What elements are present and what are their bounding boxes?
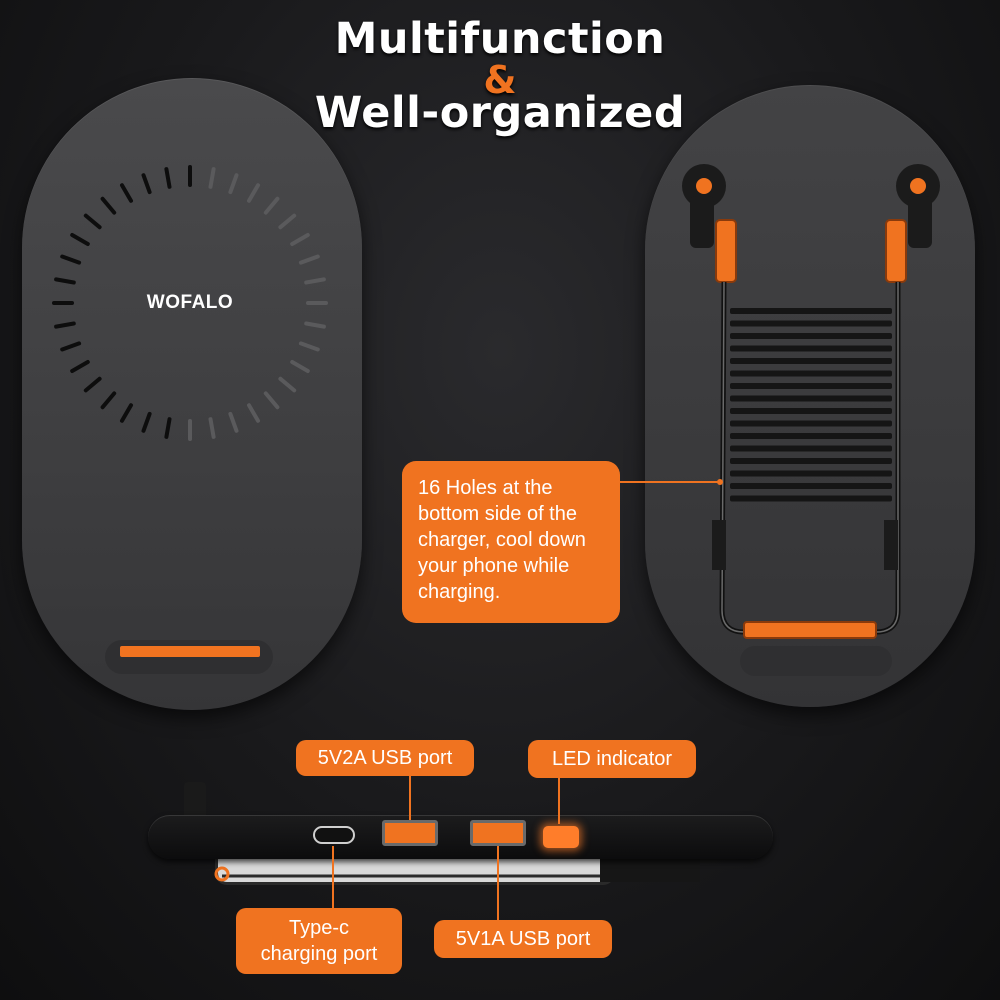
coil-tick — [208, 417, 216, 439]
coil-tick — [208, 167, 216, 189]
vent-hole — [730, 445, 892, 452]
vent-hole — [730, 458, 892, 464]
coil-tick — [263, 391, 280, 410]
coil-tick — [100, 196, 117, 215]
leader-line-5v2a — [409, 776, 411, 820]
vent-hole — [730, 320, 892, 327]
callout-typec-line: Type-c — [288, 917, 350, 939]
phone-slot-back — [740, 646, 892, 676]
vent-hole — [730, 370, 892, 377]
vent-hole — [730, 470, 892, 477]
coil-tick — [298, 254, 320, 265]
leader-line-5v1a — [497, 846, 499, 920]
right-hinge — [885, 164, 940, 283]
leader-line-typec — [332, 846, 334, 908]
usb-a-port-5v1a — [470, 820, 526, 846]
coil-tick — [304, 277, 326, 285]
coil-tick — [278, 213, 297, 230]
coil-tick — [54, 321, 76, 329]
coil-tick — [164, 167, 172, 189]
led-indicator-light — [543, 826, 579, 848]
coil-tick — [100, 391, 117, 410]
coil-tick — [304, 321, 326, 329]
usb-c-port — [313, 826, 355, 844]
coil-tick — [141, 173, 152, 195]
vent-hole — [730, 383, 892, 389]
coil-tick — [83, 213, 102, 230]
vent-hole — [730, 358, 892, 364]
leader-line-led — [558, 778, 560, 824]
coil-tick — [70, 233, 90, 246]
coil-tick — [263, 196, 280, 215]
stand-post — [184, 782, 206, 818]
coil-tick — [83, 376, 102, 393]
coil-tick — [278, 376, 297, 393]
callout-holes-line: charging. — [418, 581, 501, 603]
leader-line-holes — [620, 481, 720, 483]
coil-tick — [141, 411, 152, 433]
vent-hole — [730, 495, 892, 502]
leader-dot-holes — [717, 479, 723, 485]
coil-tick — [60, 254, 82, 265]
orange-rest-bar — [120, 646, 260, 657]
vent-hole — [730, 333, 892, 339]
callout-cooling-holes: 16 Holes at the bottom side of the charg… — [402, 461, 620, 623]
coil-tick — [164, 417, 172, 439]
callout-type-c-port: Type-c charging port — [236, 908, 402, 974]
coil-tick — [290, 233, 310, 246]
callout-typec-line: charging port — [260, 943, 378, 965]
vent-hole — [730, 433, 892, 439]
usb-a-port-5v2a — [382, 820, 438, 846]
charger-side-profile — [148, 815, 773, 859]
callout-holes-line: 16 Holes at the — [418, 477, 553, 499]
coil-tick — [298, 341, 320, 352]
vent-hole — [730, 308, 892, 314]
coil-tick — [228, 173, 239, 195]
headline-ampersand: & — [483, 58, 517, 102]
coil-tick — [60, 341, 82, 352]
callout-5v2a-usb: 5V2A USB port — [296, 740, 474, 776]
headline-line-2: Well-organized — [314, 88, 686, 138]
vent-hole — [730, 420, 892, 427]
coil-tick — [120, 183, 133, 203]
vent-hole — [730, 408, 892, 414]
coil-tick — [290, 360, 310, 373]
coil-tick — [247, 403, 260, 423]
callout-5v1a-usb: 5V1A USB port — [434, 920, 612, 958]
callout-led-indicator: LED indicator — [528, 740, 696, 778]
coil-tick — [70, 360, 90, 373]
brand-logo: WOFALO — [146, 292, 234, 313]
callout-holes-line: charger, cool down — [418, 529, 586, 551]
callout-holes-line: your phone while — [418, 555, 570, 577]
coil-tick — [247, 183, 260, 203]
coil-tick — [120, 403, 133, 423]
vent-hole — [730, 345, 892, 352]
coil-tick — [228, 411, 239, 433]
vent-hole — [730, 395, 892, 402]
coil-tick — [54, 277, 76, 285]
callout-holes-line: bottom side of the — [418, 503, 577, 525]
left-hinge — [682, 164, 737, 283]
headline-line-1: Multifunction — [334, 14, 666, 64]
phone-slot-front — [105, 640, 273, 674]
vent-hole — [730, 483, 892, 489]
